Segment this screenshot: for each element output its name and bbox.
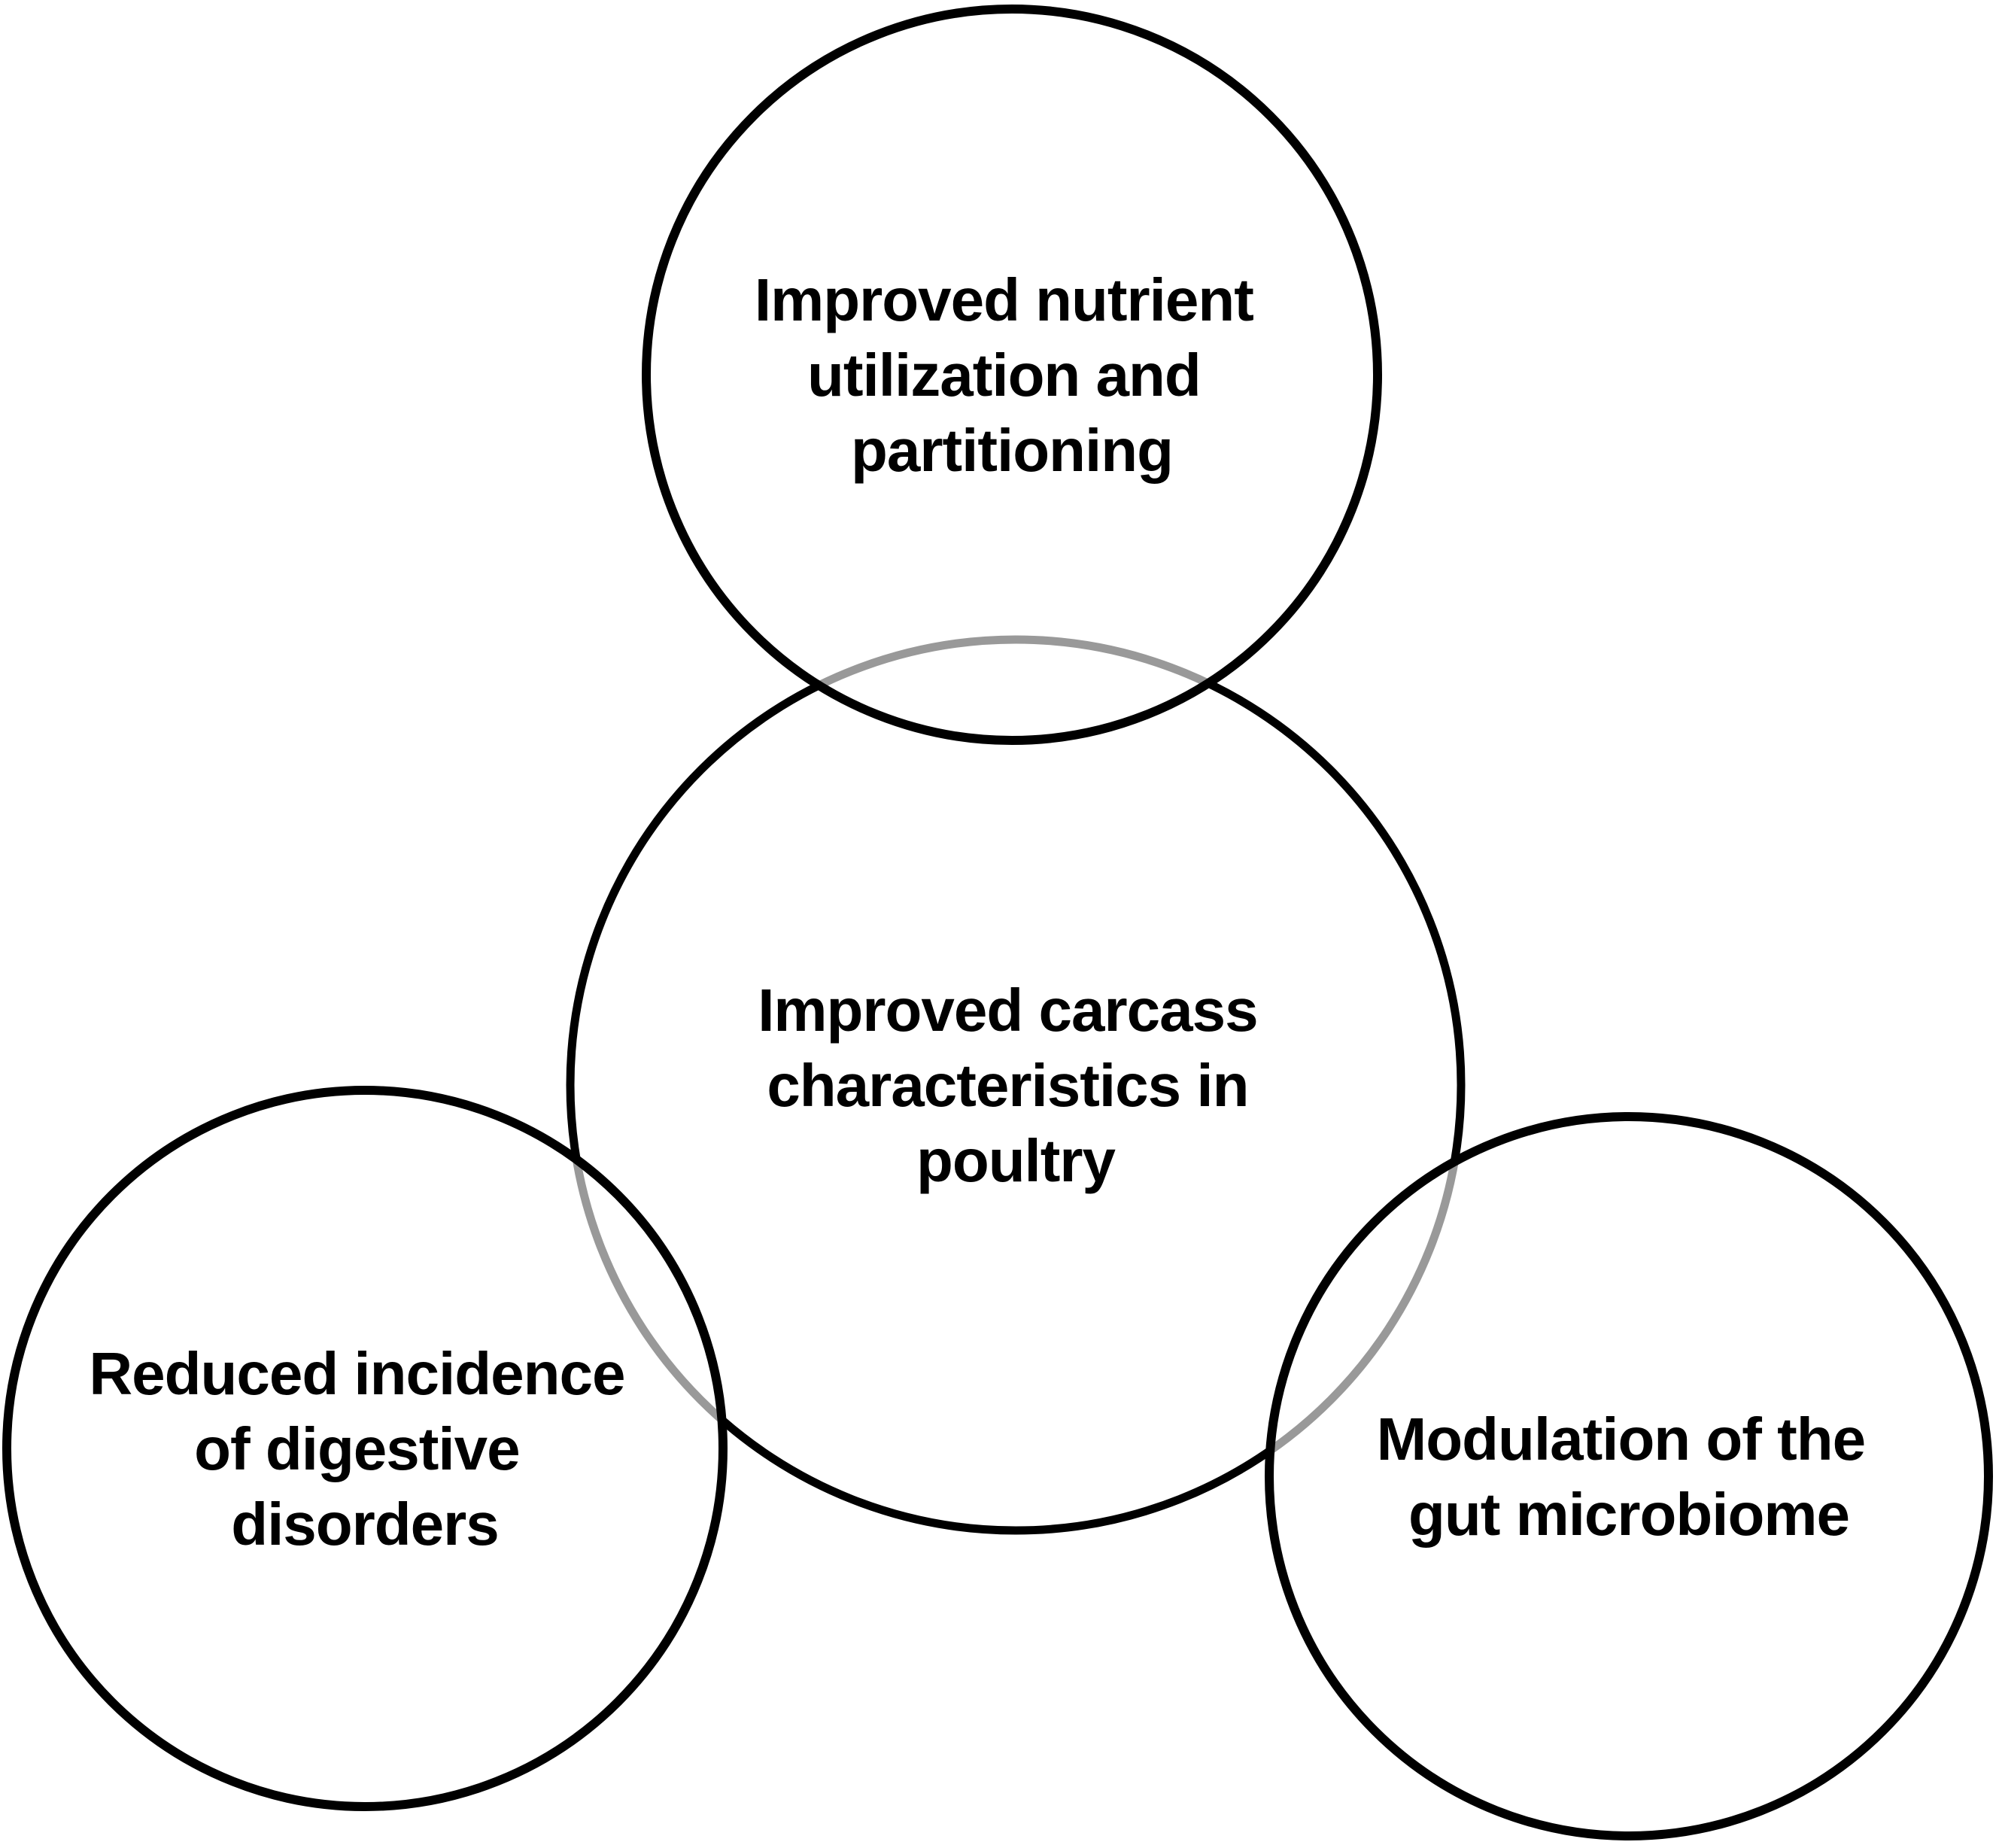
top-circle-label: Improved nutrient utilization and partit… [755, 266, 1269, 484]
bottom-left-circle [2, 1086, 728, 1811]
bottom-left-circle-label-line: of digestive [194, 1415, 520, 1482]
bottom-right-circle-group: Modulation of the gut microbiome [1265, 1112, 1993, 1840]
center-circle-label-line: Improved carcass [758, 977, 1257, 1044]
top-circle-label-line: Improved nutrient [755, 266, 1253, 333]
bottom-left-circle-label: Reduced incidence of digestive disorders [89, 1340, 640, 1558]
top-circle [642, 5, 1382, 745]
bottom-right-circle-label: Modulation of the gut microbiome [1377, 1406, 1882, 1548]
bottom-right-circle-label-line: gut microbiome [1408, 1481, 1849, 1548]
bottom-right-circle-label-line: Modulation of the [1377, 1406, 1866, 1473]
bottom-left-circle-label-line: disorders [231, 1491, 499, 1558]
bottom-right-circle [1265, 1112, 1993, 1840]
top-circle-label-line: partitioning [851, 417, 1173, 484]
center-circle-label-line: characteristics in [767, 1052, 1248, 1119]
top-circle-label-line: utilization and [807, 342, 1201, 409]
bottom-left-circle-group: Reduced incidence of digestive disorders [2, 1086, 728, 1811]
center-circle-label-line: poultry [916, 1127, 1116, 1194]
bottom-left-circle-label-line: Reduced incidence [89, 1340, 624, 1407]
top-circle-group: Improved nutrient utilization and partit… [642, 5, 1382, 745]
center-circle-group: Improved carcass characteristics in poul… [566, 635, 1466, 1535]
center-circle-label: Improved carcass characteristics in poul… [758, 977, 1274, 1194]
